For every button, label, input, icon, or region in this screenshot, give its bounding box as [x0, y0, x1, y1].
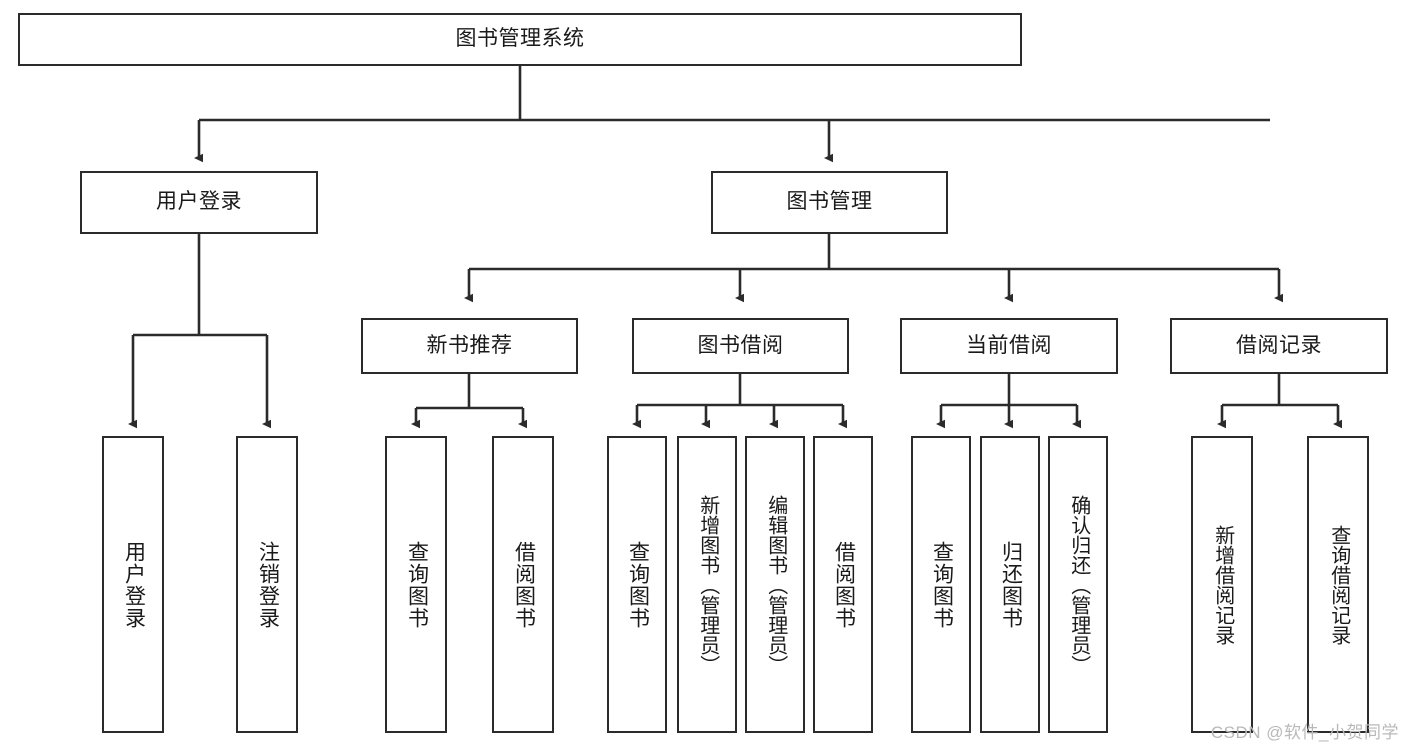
leaf-label: 查询借阅记录: [1327, 524, 1350, 645]
leaf-label: 查询图书: [626, 540, 650, 629]
leaf-label: 查询图书: [405, 540, 429, 629]
node-label: 图书管理: [786, 190, 873, 214]
node-label: 用户登录: [156, 190, 242, 214]
leaf-label: 编辑图书（管理员）: [764, 494, 787, 675]
leaf-book-borrow-edit[interactable]: 编辑图书（管理员）: [745, 436, 805, 733]
node-book-borrow[interactable]: 图书借阅: [632, 318, 849, 374]
node-new-book-recommend[interactable]: 新书推荐: [361, 318, 578, 374]
node-label: 新书推荐: [426, 333, 513, 357]
node-label: 图书借阅: [697, 333, 784, 357]
leaf-label: 借阅图书: [832, 540, 856, 629]
leaf-current-borrow-query[interactable]: 查询图书: [911, 436, 971, 733]
leaf-label: 注销登录: [256, 540, 280, 629]
node-root-system[interactable]: 图书管理系统: [18, 13, 1022, 66]
leaf-label: 新增图书（管理员）: [696, 494, 719, 675]
leaf-user-login-logout[interactable]: 注销登录: [236, 436, 298, 733]
leaf-new-book-query[interactable]: 查询图书: [385, 436, 447, 733]
leaf-book-borrow-borrow[interactable]: 借阅图书: [813, 436, 873, 733]
node-label: 当前借阅: [966, 333, 1052, 357]
leaf-new-book-borrow[interactable]: 借阅图书: [492, 436, 554, 733]
leaf-label: 借阅图书: [512, 540, 536, 629]
csdn-watermark: CSDN @软件_小贺同学: [1210, 723, 1399, 742]
node-label: 图书管理系统: [455, 27, 585, 51]
node-borrow-record[interactable]: 借阅记录: [1170, 318, 1388, 374]
leaf-label: 查询图书: [930, 540, 954, 629]
leaf-label: 用户登录: [122, 540, 146, 629]
leaf-borrow-record-query[interactable]: 查询借阅记录: [1307, 436, 1369, 733]
leaf-user-login-login[interactable]: 用户登录: [102, 436, 164, 733]
leaf-borrow-record-add[interactable]: 新增借阅记录: [1191, 436, 1253, 733]
leaf-current-borrow-return[interactable]: 归还图书: [980, 436, 1040, 733]
node-label: 借阅记录: [1236, 333, 1322, 357]
leaf-label: 新增借阅记录: [1211, 524, 1234, 645]
leaf-label: 归还图书: [999, 540, 1023, 629]
leaf-book-borrow-query[interactable]: 查询图书: [607, 436, 667, 733]
leaf-label: 确认归还（管理员）: [1067, 494, 1090, 675]
node-book-management[interactable]: 图书管理: [711, 171, 948, 234]
node-user-login[interactable]: 用户登录: [80, 171, 318, 234]
leaf-book-borrow-add[interactable]: 新增图书（管理员）: [677, 436, 737, 733]
node-current-borrow[interactable]: 当前借阅: [900, 318, 1118, 374]
leaf-current-borrow-confirm[interactable]: 确认归还（管理员）: [1048, 436, 1108, 733]
